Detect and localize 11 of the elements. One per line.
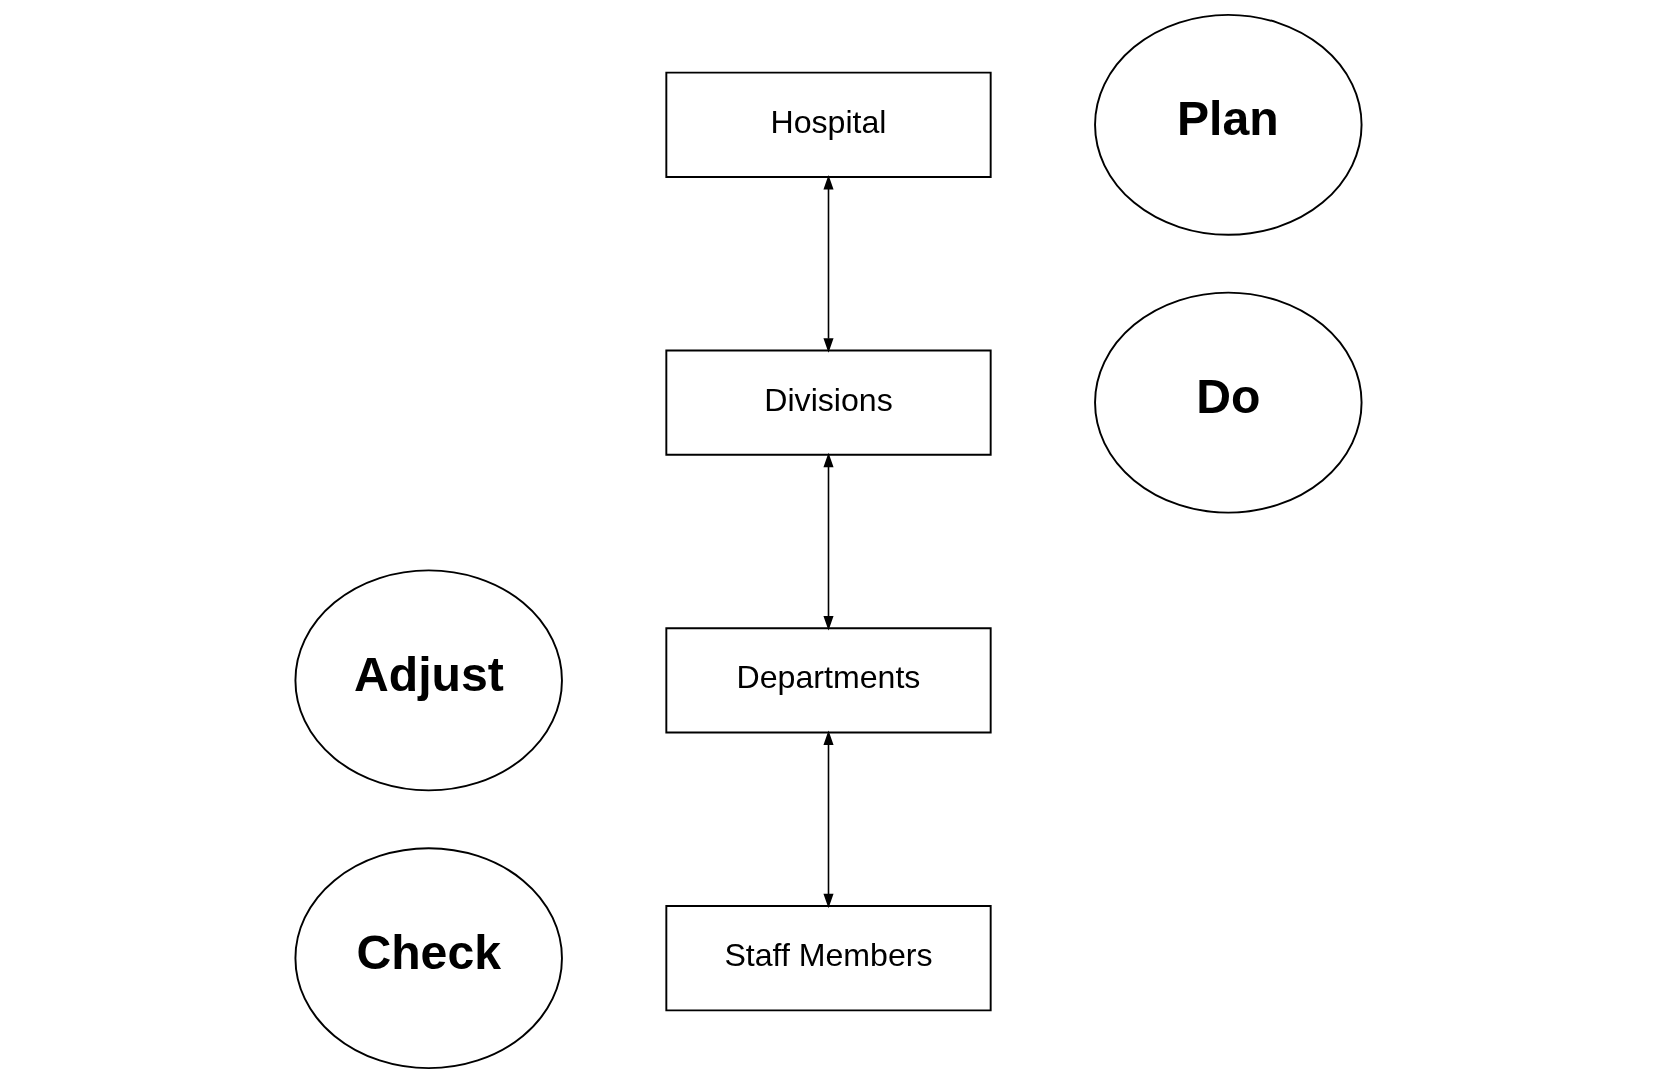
arrow: [823, 175, 834, 353]
node-box: Hospital: [665, 71, 992, 178]
node-ellipse: Check: [294, 847, 563, 1070]
node-box: Staff Members: [665, 905, 992, 1012]
arrow: [823, 452, 834, 631]
node-box: Departments: [665, 627, 992, 734]
arrow: [823, 730, 834, 909]
node-box: Divisions: [665, 349, 992, 456]
node-ellipse: Do: [1094, 291, 1363, 514]
node-ellipse: Plan: [1094, 13, 1363, 236]
node-ellipse: Adjust: [294, 569, 563, 792]
